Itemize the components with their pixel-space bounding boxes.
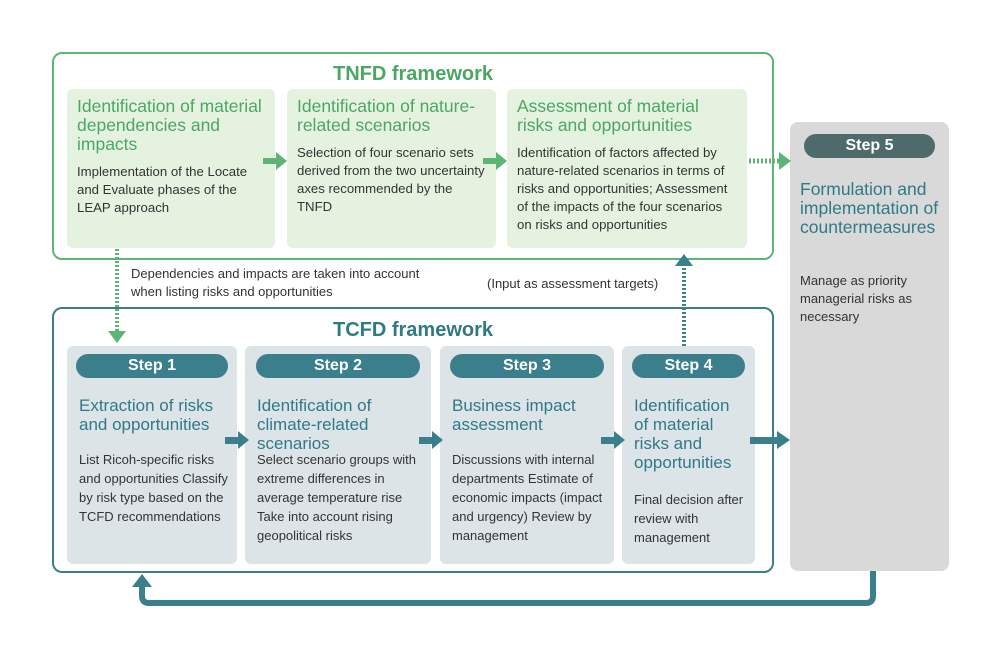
input-up-arrow — [675, 254, 693, 346]
step2-heading: Identification of climate-related scenar… — [257, 396, 372, 453]
tnfd-box-dependencies: Identification of material dependencies … — [67, 89, 275, 248]
step2-to-step3-arrow — [419, 431, 443, 449]
dependencies-down-arrow — [108, 249, 126, 343]
tcfd-step4-box: Step 4 Identification of material risks … — [622, 346, 755, 564]
step5-panel: Step 5 Formulation and implementation of… — [790, 122, 949, 571]
step3-body: Discussions with internal departments Es… — [452, 452, 603, 543]
step5-body: Manage as priority managerial risks as n… — [800, 273, 912, 324]
step4-body: Final decision after review with managem… — [634, 492, 744, 545]
tnfd-box-scenarios: Identification of nature-related scenari… — [287, 89, 496, 248]
step4-badge: Step 4 — [632, 354, 745, 378]
tcfd-framework-title: TCFD framework — [332, 319, 494, 341]
tnfd-framework-title: TNFD framework — [332, 63, 494, 85]
tnfd-box-body: Implementation of the Locate and Evaluat… — [77, 164, 248, 215]
tnfd-to-step5-arrow — [749, 152, 791, 170]
step1-heading: Extraction of risks and opportunities — [79, 396, 214, 434]
step3-badge: Step 3 — [450, 354, 604, 378]
dependencies-note: Dependencies and impacts are taken into … — [131, 266, 420, 299]
tnfd-box-assessment: Assessment of material risks and opportu… — [507, 89, 747, 248]
tnfd-box-heading: Identification of nature-related scenari… — [297, 96, 476, 135]
step3-to-step4-arrow — [601, 431, 625, 449]
step3-heading: Business impact assessment — [452, 396, 576, 434]
tnfd-box-body: Selection of four scenario sets derived … — [297, 145, 485, 214]
step5-badge: Step 5 — [804, 134, 935, 158]
tcfd-step2-box: Step 2 Identification of climate-related… — [245, 346, 431, 564]
tnfd-box-body: Identification of factors affected by na… — [517, 145, 728, 232]
input-note: (Input as assessment targets) — [487, 276, 659, 291]
step1-badge: Step 1 — [76, 354, 228, 378]
tnfd-box-heading: Identification of material dependencies … — [77, 96, 262, 154]
step4-to-step5-arrow — [750, 431, 790, 449]
tcfd-step1-box: Step 1 Extraction of risks and opportuni… — [67, 346, 237, 564]
feedback-loop-arrow — [132, 571, 876, 606]
tnfd-arrow-1 — [263, 152, 287, 170]
tnfd-arrow-2 — [483, 152, 507, 170]
step2-badge: Step 2 — [256, 354, 420, 378]
tcfd-step3-box: Step 3 Business impact assessment Discus… — [440, 346, 614, 564]
step4-heading: Identification of material risks and opp… — [634, 396, 732, 472]
step2-body: Select scenario groups with extreme diff… — [257, 452, 416, 543]
tnfd-box-heading: Assessment of material risks and opportu… — [517, 96, 699, 135]
step1-body: List Ricoh-specific risks and opportunit… — [79, 452, 228, 524]
step5-heading: Formulation and implementation of counte… — [800, 179, 939, 237]
step1-to-step2-arrow — [225, 431, 249, 449]
